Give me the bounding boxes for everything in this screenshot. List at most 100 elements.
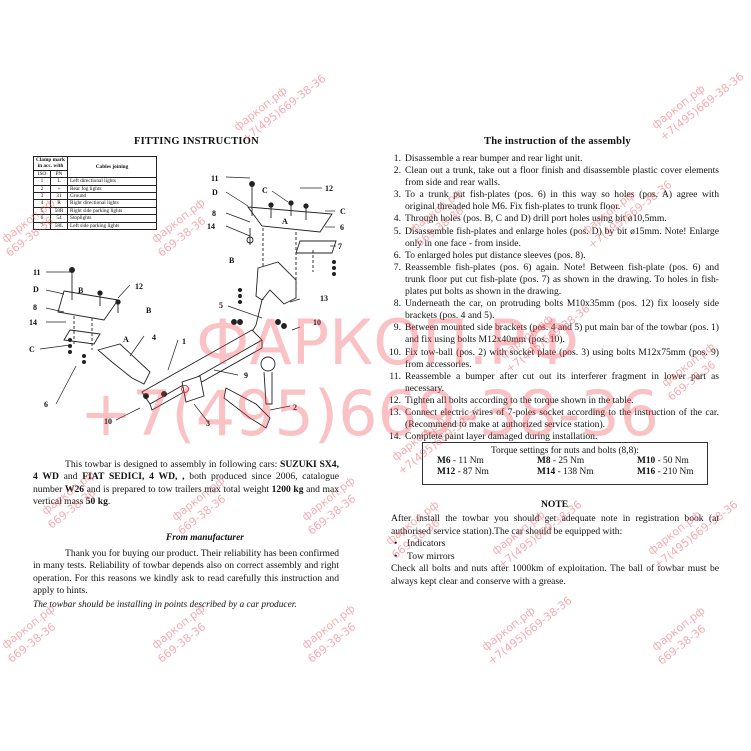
desc-text: . bbox=[107, 496, 111, 508]
torque-item: M14 - 138 Nm bbox=[537, 467, 594, 477]
watermark-site: фаркоп.рф bbox=[149, 602, 208, 652]
fitting-instruction-title: FITTING INSTRUCTION bbox=[134, 136, 259, 147]
torque-item: M8 - 25 Nm bbox=[537, 456, 585, 466]
step-number: 14. bbox=[389, 431, 401, 443]
installation-note: The towbar should be installing in point… bbox=[33, 600, 297, 610]
step-text: Between mounted side brackets (pos. 4 an… bbox=[405, 322, 719, 346]
label-D: D bbox=[212, 188, 218, 197]
car-model-2: FIAT SEDICI, 4 WD, , bbox=[82, 471, 185, 483]
label-7: 7 bbox=[338, 242, 342, 251]
step-text: To a trunk put fish-plates (pos. 6) in t… bbox=[405, 189, 719, 213]
watermark-site: фаркоп.рф bbox=[649, 82, 708, 132]
label-2: 2 bbox=[293, 403, 297, 412]
bolt-size: M14 bbox=[537, 467, 556, 477]
label-6: 6 bbox=[340, 223, 344, 232]
step-text: Disassemble fish-plates and enlarge hole… bbox=[405, 225, 719, 249]
label-9: 9 bbox=[244, 371, 248, 380]
step-number: 10. bbox=[389, 346, 401, 358]
label-6b: 6 bbox=[44, 400, 48, 409]
step-text: Reassemble a bumper after cut out its in… bbox=[405, 370, 719, 394]
step-item: 10. Fix tow-ball (pos. 2) with socket pla… bbox=[387, 347, 719, 371]
equipment-item: Indicators bbox=[391, 538, 719, 551]
step-item: 7. Reassemble fish-plates (pos. 6) again.… bbox=[387, 262, 719, 298]
step-text: To enlarged holes put distance sleeves (… bbox=[405, 249, 586, 261]
step-text: Reassemble fish-plates (pos. 6) again. N… bbox=[405, 261, 719, 298]
label-4: 4 bbox=[152, 333, 156, 342]
torque-value: 25 Nm bbox=[558, 456, 585, 466]
watermark-site: фаркоп.рф bbox=[299, 602, 358, 652]
cable-joining-table: Clamp mark in acc. with Cables joining I… bbox=[33, 155, 157, 231]
step-text: Complete paint layer damaged during inst… bbox=[405, 431, 598, 443]
label-10: 10 bbox=[313, 318, 321, 327]
watermark-site: фаркоп.рф bbox=[0, 602, 58, 652]
label-12: 12 bbox=[325, 184, 333, 193]
step-number: 5. bbox=[393, 225, 401, 237]
step-item: 14. Complete paint layer damaged during i… bbox=[387, 431, 719, 443]
torque-item: M12 - 87 Nm bbox=[437, 467, 489, 477]
step-number: 2. bbox=[393, 165, 401, 177]
watermark-phone: +7(495)669-38-36 bbox=[239, 71, 329, 146]
label-1: 1 bbox=[182, 337, 186, 346]
label-14: 14 bbox=[207, 222, 215, 231]
note-heading: NOTE bbox=[541, 499, 569, 510]
torque-value: 11 Nm bbox=[458, 456, 484, 466]
equipment-item: Tow mirrors bbox=[391, 551, 719, 564]
watermark-phone: +7(495)669-38-36 bbox=[485, 593, 575, 668]
label-Bb: B bbox=[78, 286, 84, 295]
label-Ab: A bbox=[123, 335, 129, 344]
desc-cell: Left directional lights bbox=[67, 177, 157, 186]
step-number: 11. bbox=[389, 370, 401, 382]
step-number: 7. bbox=[393, 261, 401, 273]
step-item: 4.Through holes (pos. B, C and D) drill … bbox=[387, 213, 719, 225]
towbar-exploded-diagram: 11 D 8 14 C 12 C 6 7 A B 13 10 5 11 D 8 … bbox=[29, 174, 346, 429]
desc-text: and max vertical mass bbox=[33, 483, 340, 508]
step-item: 5. Disassemble fish-plates and enlarge ho… bbox=[387, 226, 719, 250]
bolt-size: M10 bbox=[637, 456, 656, 466]
label-14b: 14 bbox=[29, 318, 37, 327]
label-13: 13 bbox=[320, 294, 328, 303]
car-model-1: SUZUKI SX4, 4 WD bbox=[33, 459, 339, 483]
label-Db: D bbox=[33, 285, 39, 294]
watermark-site: фаркоп.рф bbox=[479, 604, 538, 654]
step-item: 9. Between mounted side brackets (pos. 4 … bbox=[387, 322, 719, 346]
torque-value: 138 Nm bbox=[563, 467, 594, 477]
desc-cell: Left side parking lights bbox=[67, 221, 157, 231]
step-text: Clean out a trunk, take out a floor fini… bbox=[405, 165, 719, 189]
desc-cell: Right directional lights bbox=[67, 199, 157, 208]
step-number: 6. bbox=[393, 249, 401, 261]
equipment-list: Indicators Tow mirrors bbox=[391, 538, 719, 563]
torque-item: M6 - 11 Nm bbox=[437, 456, 484, 466]
watermark-phone: 669-38-36 bbox=[155, 620, 209, 666]
step-item: 2. Clean out a trunk, take out a floor fi… bbox=[387, 165, 719, 189]
label-8: 8 bbox=[212, 209, 216, 218]
watermark-site: фаркоп.рф bbox=[231, 84, 290, 134]
note-intro: After install the towbar you should get … bbox=[391, 513, 719, 537]
step-item: 1.Disassemble a rear bumper and rear lig… bbox=[387, 153, 719, 165]
desc-cell: Right side parking lights bbox=[67, 206, 157, 216]
watermark-phone: 669-38-36 bbox=[5, 620, 59, 666]
label-10b: 10 bbox=[104, 417, 112, 426]
label-C2: C bbox=[340, 207, 346, 216]
catalogue-number: W26 bbox=[64, 483, 85, 495]
bolt-size: M12 bbox=[437, 467, 456, 477]
torque-item: M16 - 210 Nm bbox=[637, 467, 694, 477]
step-text: Fix tow-ball (pos. 2) with socket plate … bbox=[405, 346, 719, 370]
torque-caption: Torque settings for nuts and bolts (8,8)… bbox=[490, 446, 640, 456]
pn-header: PN bbox=[50, 169, 68, 179]
manufacturer-text: Thank you for buying our product. Their … bbox=[33, 548, 339, 597]
step-text: Through holes (pos. B, C and D) drill po… bbox=[405, 213, 667, 225]
watermark-phone: 669-38-36 bbox=[305, 620, 359, 666]
torque-value: 210 Nm bbox=[663, 467, 694, 477]
step-number: 1. bbox=[393, 153, 401, 164]
desc-text: and bbox=[58, 471, 83, 483]
bolt-size: M16 bbox=[637, 467, 656, 477]
desc-text: and is prepared to tow trailers max tota… bbox=[84, 483, 272, 495]
watermark-site: фаркоп.рф bbox=[649, 604, 708, 654]
step-number: 9. bbox=[393, 322, 401, 334]
